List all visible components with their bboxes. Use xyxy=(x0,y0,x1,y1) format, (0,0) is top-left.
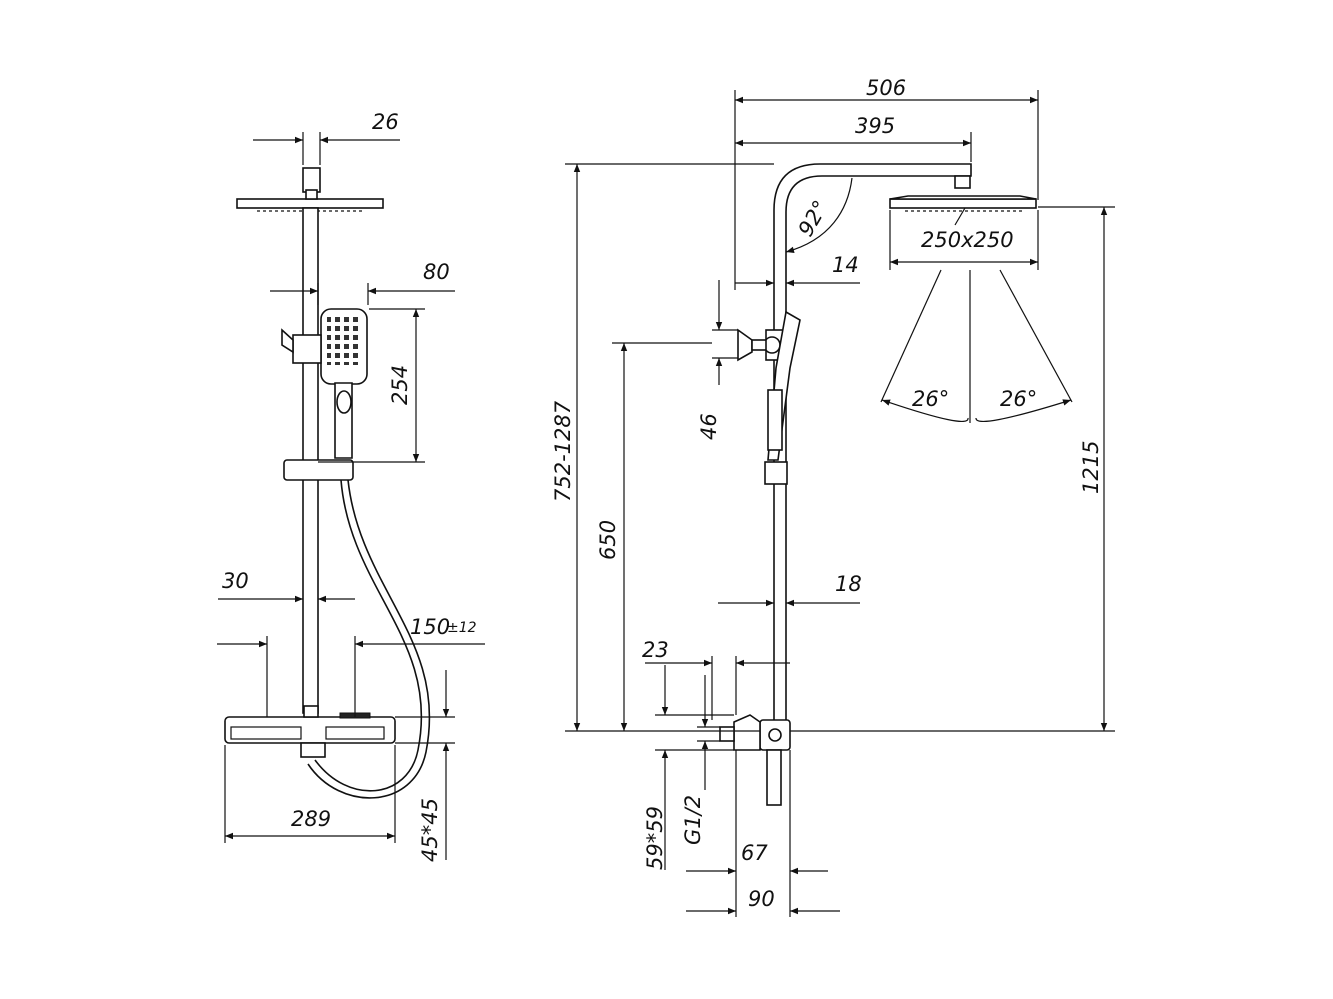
dim-depth-67: 67 xyxy=(741,841,768,865)
dim-spray-angle-right: 26° xyxy=(1000,387,1037,411)
side-elevation: 506 395 92° 250x250 26° 26° 14 46 xyxy=(551,76,1115,917)
dim-holder-height: 650 xyxy=(596,520,620,560)
dim-rail-diameter: 30 xyxy=(222,569,249,593)
dim-inlet-tolerance: ±12 xyxy=(447,620,477,636)
front-elevation: 26 80 254 30 150 ±12 289 45*45 xyxy=(217,110,485,862)
rail-clamp xyxy=(292,334,322,364)
dim-thread: G1/2 xyxy=(681,795,705,845)
dim-bracket-46: 46 xyxy=(697,413,721,440)
dim-depth-90: 90 xyxy=(748,887,775,911)
overhead-shower-head xyxy=(236,198,384,209)
dim-arm-reach-total: 506 xyxy=(866,76,906,100)
dim-arm-tube: 14 xyxy=(832,253,859,277)
dim-overall-height: 1215 xyxy=(1079,441,1103,494)
hand-shower-holder xyxy=(283,459,354,481)
dim-spray-angle-left: 26° xyxy=(912,387,949,411)
dim-head-neck: 26 xyxy=(372,110,399,134)
dim-arm-angle: 92° xyxy=(794,196,833,240)
dim-mixer-width: 289 xyxy=(291,807,331,831)
dim-rail-18: 18 xyxy=(835,572,862,596)
dim-mixer-section: 45*45 xyxy=(418,798,442,862)
dim-offset-23: 23 xyxy=(642,638,669,662)
dim-head-size: 250x250 xyxy=(921,228,1014,252)
side-overhead-head xyxy=(889,198,1037,209)
dim-adjustable-height: 752-1287 xyxy=(551,400,575,502)
dim-nut-size: 59*59 xyxy=(643,806,667,870)
dim-inlet-spacing: 150 xyxy=(410,615,450,639)
dim-arm-reach: 395 xyxy=(855,114,895,138)
shower-arm xyxy=(773,163,972,736)
hose xyxy=(314,479,423,792)
head-connector xyxy=(302,167,321,193)
dim-handshower-length: 254 xyxy=(388,365,412,405)
dim-handshower-offset: 80 xyxy=(423,260,450,284)
